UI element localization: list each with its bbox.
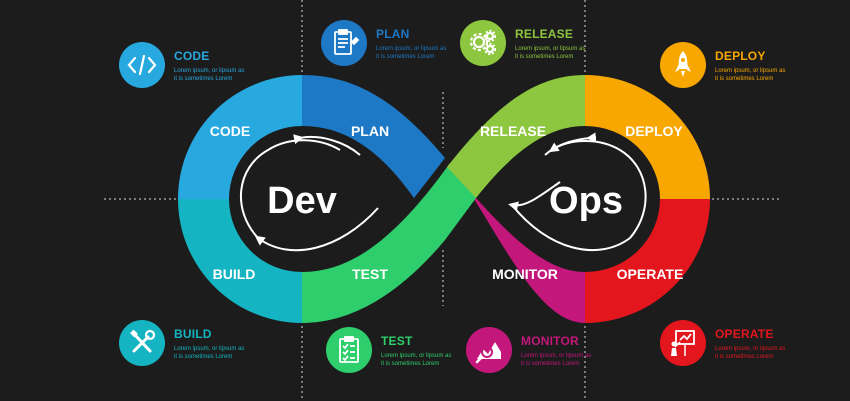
segment-label-operate: OPERATE: [617, 266, 684, 282]
callout-code-line2: it is sometimes Lorem: [174, 76, 233, 82]
callout-operate-desc: Lorem ipsum, or lipsum as it is sometime…: [715, 345, 810, 361]
guide-lines: [104, 0, 782, 401]
callout-plan-desc: Lorem ipsum, or lipsum as it is sometime…: [376, 45, 471, 61]
callout-plan-title: PLAN: [376, 27, 410, 41]
dev-label: Dev: [267, 180, 337, 222]
callout-operate-line1: Lorem ipsum, or lipsum as: [715, 346, 786, 352]
callout-test-desc: Lorem ipsum, or lipsum as it is sometime…: [381, 352, 476, 368]
callout-code: CODE Lorem ipsum, or lipsum as it is som…: [119, 42, 269, 102]
callout-code-desc: Lorem ipsum, or lipsum as it is sometime…: [174, 67, 269, 83]
rocket-icon: [660, 42, 706, 88]
callout-test: TEST Lorem ipsum, or lipsum as it is som…: [326, 327, 476, 387]
callout-test-line2: it is sometimes Lorem: [381, 361, 440, 367]
segment-label-release: RELEASE: [480, 123, 546, 139]
callout-deploy-line1: Lorem ipsum, or lipsum as: [715, 68, 786, 74]
callout-operate: OPERATE Lorem ipsum, or lipsum as it is …: [660, 320, 810, 380]
segment-deploy: [585, 75, 710, 199]
segment-label-plan: PLAN: [351, 123, 389, 139]
segment-build: [178, 199, 302, 323]
callout-build-title: BUILD: [174, 327, 212, 341]
callout-build-line1: Lorem ipsum, or lipsum as: [174, 346, 245, 352]
segment-monitor: [445, 158, 585, 323]
checklist-icon: [326, 327, 372, 373]
callout-build-line2: it is sometimes Lorem: [174, 354, 233, 360]
clipboard-pencil-icon: [321, 20, 367, 66]
callout-build-desc: Lorem ipsum, or lipsum as it is sometime…: [174, 345, 269, 361]
callout-release-line2: it is sometimes Lorem: [515, 54, 574, 60]
code-brackets-icon: [119, 42, 165, 88]
callout-plan-line2: it is sometimes Lorem: [376, 54, 435, 60]
segment-label-test: TEST: [352, 266, 388, 282]
callout-deploy: DEPLOY Lorem ipsum, or lipsum as it is s…: [660, 42, 810, 102]
callout-plan-line1: Lorem ipsum, or lipsum as: [376, 46, 447, 52]
segment-plan: [302, 75, 445, 198]
callout-monitor-line1: Lorem ipsum, or lipsum as: [521, 353, 592, 359]
magnifier-chart-icon: [466, 327, 512, 373]
gears-icon: [460, 20, 506, 66]
segment-label-build: BUILD: [213, 266, 256, 282]
segment-test: [302, 163, 476, 323]
callout-monitor-line2: it is sometimes Lorem: [521, 361, 580, 367]
callout-release-line1: Lorem ipsum, or lipsum as: [515, 46, 586, 52]
callout-release-desc: Lorem ipsum, or lipsum as it is sometime…: [515, 45, 610, 61]
callout-monitor-desc: Lorem ipsum, or lipsum as it is sometime…: [521, 352, 616, 368]
callout-code-title: CODE: [174, 49, 210, 63]
callout-deploy-title: DEPLOY: [715, 49, 766, 63]
ops-label: Ops: [549, 180, 623, 222]
flow-arrows: [239, 132, 647, 252]
callout-operate-title: OPERATE: [715, 327, 774, 341]
callout-build: BUILD Lorem ipsum, or lipsum as it is so…: [119, 320, 269, 380]
callout-monitor-title: MONITOR: [521, 334, 579, 348]
callout-plan: PLAN Lorem ipsum, or lipsum as it is som…: [321, 20, 471, 80]
callout-test-title: TEST: [381, 334, 413, 348]
callout-test-line1: Lorem ipsum, or lipsum as: [381, 353, 452, 359]
callout-monitor: MONITOR Lorem ipsum, or lipsum as it is …: [466, 327, 616, 387]
callout-deploy-line2: it is sometimes Lorem: [715, 76, 774, 82]
wrench-screwdriver-icon: [119, 320, 165, 366]
callout-release-title: RELEASE: [515, 27, 574, 41]
segment-label-code: CODE: [210, 123, 250, 139]
callout-code-line1: Lorem ipsum, or lipsum as: [174, 68, 245, 74]
segment-release: [447, 75, 585, 198]
segment-operate: [585, 199, 710, 323]
callout-operate-line2: it is sometimes Lorem: [715, 354, 774, 360]
segment-label-deploy: DEPLOY: [625, 123, 683, 139]
callout-deploy-desc: Lorem ipsum, or lipsum as it is sometime…: [715, 67, 810, 83]
presenter-icon: [660, 320, 706, 366]
segment-code: [178, 75, 302, 199]
segment-label-monitor: MONITOR: [492, 266, 558, 282]
callout-release: RELEASE Lorem ipsum, or lipsum as it is …: [460, 20, 610, 80]
